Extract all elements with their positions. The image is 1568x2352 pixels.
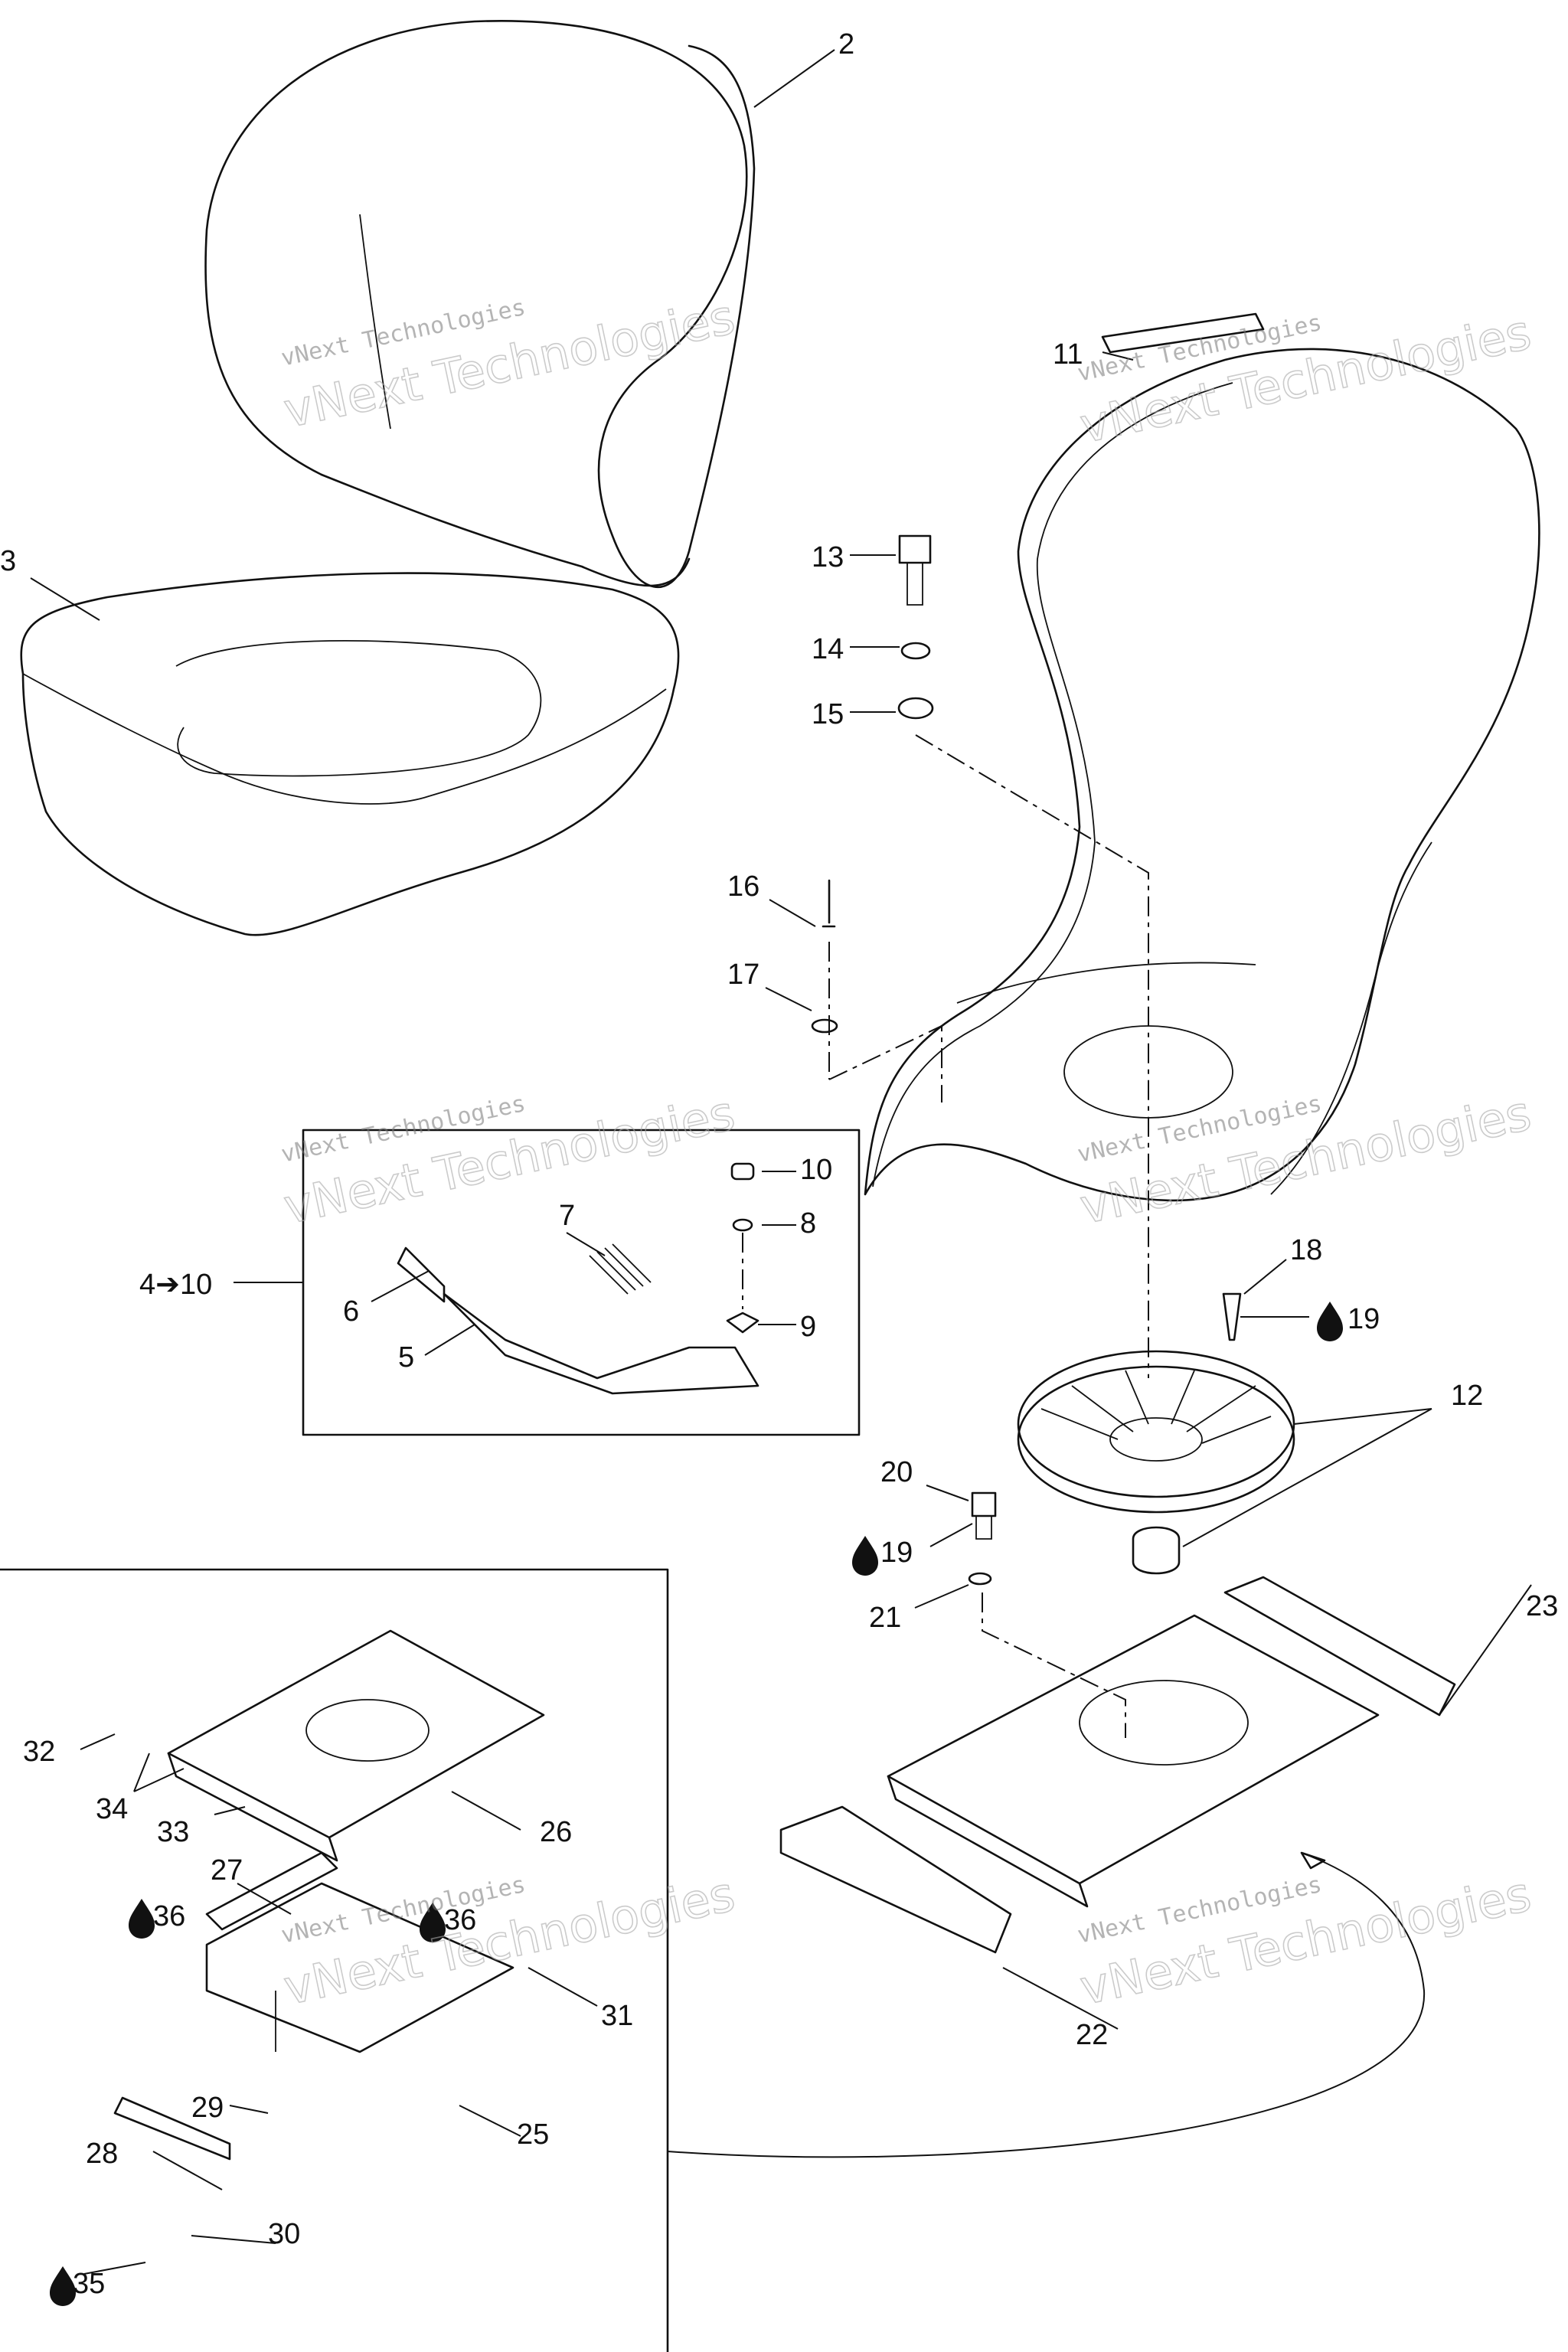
callout-32: 32 bbox=[23, 1736, 55, 1768]
watermark: vNext Technologies vNext Technologies bbox=[1075, 1865, 1537, 2017]
callout-14: 14 bbox=[812, 633, 844, 665]
leader-lines bbox=[30, 49, 1532, 2275]
watermark: vNext Technologies vNext Technologies bbox=[279, 1865, 740, 2017]
callout-10: 10 bbox=[800, 1154, 832, 1186]
callout-15: 15 bbox=[812, 698, 844, 730]
callout-7: 7 bbox=[559, 1200, 575, 1232]
oil-drop-icon bbox=[129, 1899, 155, 1939]
callout-3: 3 bbox=[0, 545, 16, 577]
callout-5: 5 bbox=[398, 1341, 414, 1374]
callout-22: 22 bbox=[1076, 2019, 1108, 2051]
callout-9: 9 bbox=[800, 1311, 816, 1343]
lower-slide-inset bbox=[0, 1568, 669, 2352]
callout-21: 21 bbox=[869, 1602, 901, 1634]
assembly-centerlines bbox=[742, 734, 1149, 1738]
callout-33: 33 bbox=[157, 1816, 189, 1848]
part-11-seat-shell bbox=[864, 312, 1540, 1202]
callout-27: 27 bbox=[211, 1854, 243, 1886]
callout-8: 8 bbox=[800, 1207, 816, 1240]
callout-17: 17 bbox=[727, 959, 760, 991]
watermark: vNext Technologies vNext Technologies bbox=[1075, 303, 1537, 455]
callout-6: 6 bbox=[343, 1295, 359, 1328]
callout-4-10: 4➔10 bbox=[139, 1269, 212, 1301]
callout-31: 31 bbox=[601, 2000, 633, 2032]
oil-drop-icon bbox=[852, 1536, 878, 1576]
connector-arrow bbox=[667, 1851, 1426, 2158]
oil-drop-icon bbox=[1317, 1302, 1343, 1341]
callout-26: 26 bbox=[540, 1816, 572, 1848]
callout-28: 28 bbox=[86, 2138, 118, 2170]
callout-labels: 2 3 4➔10 5 6 7 8 9 10 11 12 13 14 15 16 … bbox=[0, 28, 1558, 2300]
callout-19-a: 19 bbox=[1348, 1303, 1380, 1335]
callout-25: 25 bbox=[517, 2118, 549, 2151]
watermark: vNext Technologies vNext Technologies bbox=[279, 288, 740, 439]
callout-29: 29 bbox=[191, 2092, 224, 2124]
callout-20: 20 bbox=[880, 1456, 913, 1488]
callout-36-b: 36 bbox=[444, 1904, 476, 1936]
part-12-swivel-base bbox=[1017, 1350, 1295, 1575]
callout-13: 13 bbox=[812, 541, 844, 573]
callout-35: 35 bbox=[73, 2268, 105, 2300]
callout-16: 16 bbox=[727, 871, 760, 903]
callout-2: 2 bbox=[838, 28, 854, 60]
callout-34: 34 bbox=[96, 1793, 128, 1825]
callout-12: 12 bbox=[1451, 1380, 1483, 1412]
callout-36-a: 36 bbox=[153, 1900, 185, 1932]
slide-rail-assembly bbox=[779, 1576, 1456, 1954]
oil-drop-icon bbox=[50, 2266, 76, 2306]
part-3-cushion bbox=[20, 572, 680, 936]
lubricant-icons bbox=[50, 1302, 1343, 2306]
watermark: vNext Technologies vNext Technologies bbox=[279, 1084, 740, 1236]
callout-18: 18 bbox=[1290, 1234, 1322, 1266]
callout-19-b: 19 bbox=[880, 1537, 913, 1569]
fasteners-lower bbox=[968, 1292, 1242, 1586]
callout-30: 30 bbox=[268, 2218, 300, 2250]
fasteners-upper bbox=[811, 534, 934, 1034]
callout-11: 11 bbox=[1053, 338, 1083, 371]
part-2-backrest bbox=[204, 20, 756, 589]
watermarks: vNext Technologies vNext Technologies vN… bbox=[279, 288, 1537, 2017]
oil-drop-icon bbox=[420, 1903, 446, 1942]
watermark: vNext Technologies vNext Technologies bbox=[1075, 1084, 1537, 1236]
callout-23: 23 bbox=[1526, 1590, 1558, 1622]
